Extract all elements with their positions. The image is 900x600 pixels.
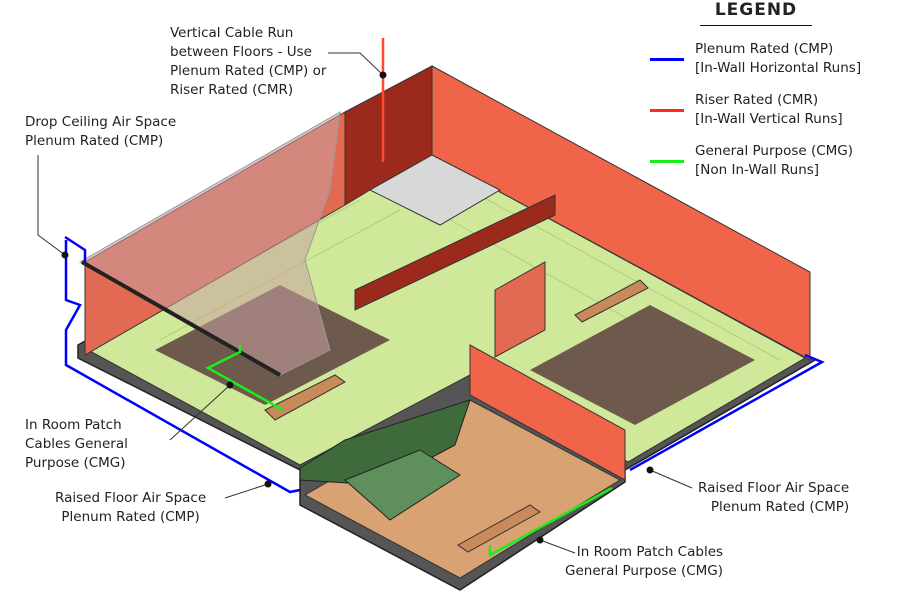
callout-raised-floor-left: Raised Floor Air Space Plenum Rated (CMP… <box>55 489 206 527</box>
callout-patch-bottom: In Room Patch Cables General Purpose (CM… <box>565 543 723 581</box>
callout-line: Raised Floor Air Space <box>55 490 207 506</box>
callout-line: In Room Patch <box>25 417 122 433</box>
callout-line: Cables General <box>25 436 128 452</box>
legend-text: General Purpose (CMG)[Non In-Wall Runs] <box>695 143 854 178</box>
general-cable-left <box>205 345 284 412</box>
legend-title: LEGEND <box>714 0 798 20</box>
callout-line: In Room Patch Cables <box>576 544 724 560</box>
legend-swatch-blue <box>650 58 684 61</box>
ceiling-edge <box>81 260 281 377</box>
callout-line: Purpose (CMG) <box>25 455 126 471</box>
callout-line: between Floors - Use <box>170 44 312 60</box>
callout-line: General Purpose (CMG) <box>565 563 724 579</box>
lower-room-wall <box>469 344 626 481</box>
callout-line: Plenum Rated (CMP) <box>25 133 164 149</box>
partition-wall <box>354 194 556 311</box>
partition-wall-2 <box>494 261 546 358</box>
rug-right <box>530 305 755 425</box>
callout-line: Raised Floor Air Space <box>698 480 850 496</box>
general-cable-bottom <box>488 486 613 558</box>
callout-line: Drop Ceiling Air Space <box>25 114 177 130</box>
legend-swatch-green <box>650 160 684 163</box>
callout-leaders <box>37 52 693 554</box>
callout-patch-left: In Room Patch Cables General Purpose (CM… <box>25 416 128 473</box>
stage-platform <box>299 399 471 486</box>
desk-right <box>574 279 649 323</box>
stairs <box>344 449 461 521</box>
plenum-cable-floor-right <box>629 353 825 472</box>
desk-left <box>264 374 346 421</box>
callout-line: Plenum Rated (CMP) <box>61 509 200 525</box>
callout-line: Plenum Rated (CMP) or <box>170 63 327 79</box>
callout-dots <box>61 71 654 544</box>
legend-text: Plenum Rated (CMP)[In-Wall Horizontal Ru… <box>695 41 862 76</box>
desk-bottom <box>457 504 541 553</box>
bathroom-floor <box>368 154 502 226</box>
plenum-cable-ceiling <box>64 235 87 262</box>
legend-text: Riser Rated (CMR)[In-Wall Vertical Runs] <box>695 92 843 127</box>
callout-vertical-cable-run: Vertical Cable Run between Floors - Use … <box>170 24 326 100</box>
plenum-cable-floor-left <box>64 240 301 494</box>
callout-raised-floor-right: Raised Floor Air Space Plenum Rated (CMP… <box>698 479 849 517</box>
callout-line: Vertical Cable Run <box>170 25 294 41</box>
callout-drop-ceiling: Drop Ceiling Air Space Plenum Rated (CMP… <box>25 113 176 151</box>
callout-line: Riser Rated (CMR) <box>170 82 294 98</box>
legend-swatch-red <box>650 109 684 112</box>
callout-line: Plenum Rated (CMP) <box>710 499 850 515</box>
legend-divider <box>700 25 812 26</box>
